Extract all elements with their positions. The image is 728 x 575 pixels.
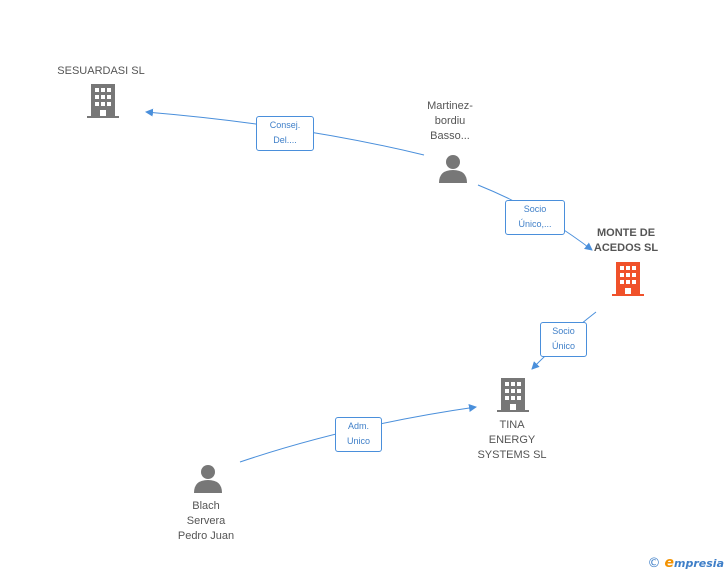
edge-label-adm-unico[interactable]: Adm. Unico: [335, 417, 382, 452]
edge-label-socio-unico-dots[interactable]: Socio Único,...: [505, 200, 565, 235]
edge-label-line: Del....: [273, 135, 297, 145]
edge-label-line: Unico: [346, 436, 370, 446]
node-label-sesuardasi[interactable]: SESUARDASI SL: [57, 65, 145, 77]
name-line: MONTE DE: [596, 227, 656, 239]
node-label-martinez[interactable]: Martinez- bordiu Basso...: [400, 99, 500, 144]
name-line: SYSTEMS SL: [477, 449, 547, 461]
name-line: TINA: [499, 419, 525, 431]
building-icon[interactable]: [497, 378, 529, 412]
brand-logo: empresia: [665, 555, 724, 571]
name-line: Blach: [192, 500, 220, 512]
building-icon[interactable]: [87, 84, 119, 118]
name-line: Pedro Juan: [177, 530, 235, 542]
name-line: ACEDOS SL: [593, 242, 659, 254]
brand-initial: e: [664, 555, 675, 571]
edge-label-line: Socio: [552, 326, 575, 336]
person-icon[interactable]: [438, 154, 468, 184]
edge-label-line: Único,...: [518, 219, 552, 229]
copyright-icon: ©: [647, 555, 661, 571]
footer-brand[interactable]: © empresia: [648, 555, 724, 571]
name-line: Martinez-: [427, 100, 473, 112]
building-icon-highlighted[interactable]: [612, 262, 644, 296]
node-label-blach[interactable]: Blach Servera Pedro Juan: [156, 499, 256, 544]
brand-rest: mpresia: [674, 557, 724, 570]
name-line: Servera: [186, 515, 226, 527]
edge-label-line: Único: [551, 341, 575, 351]
person-icon[interactable]: [193, 464, 223, 494]
edge-label-line: Socio: [523, 204, 547, 214]
edge-label-socio-unico[interactable]: Socio Único: [540, 322, 587, 357]
node-label-monte[interactable]: MONTE DE ACEDOS SL: [574, 226, 678, 256]
name-line: ENERGY: [488, 434, 536, 446]
edge-label-line: Adm.: [347, 421, 369, 431]
edge-label-line: Consej.: [269, 120, 301, 130]
name-line: Basso...: [430, 130, 470, 142]
edge-label-consej[interactable]: Consej. Del....: [256, 116, 314, 151]
node-label-tina[interactable]: TINA ENERGY SYSTEMS SL: [460, 418, 564, 463]
name-line: bordiu: [434, 115, 466, 127]
